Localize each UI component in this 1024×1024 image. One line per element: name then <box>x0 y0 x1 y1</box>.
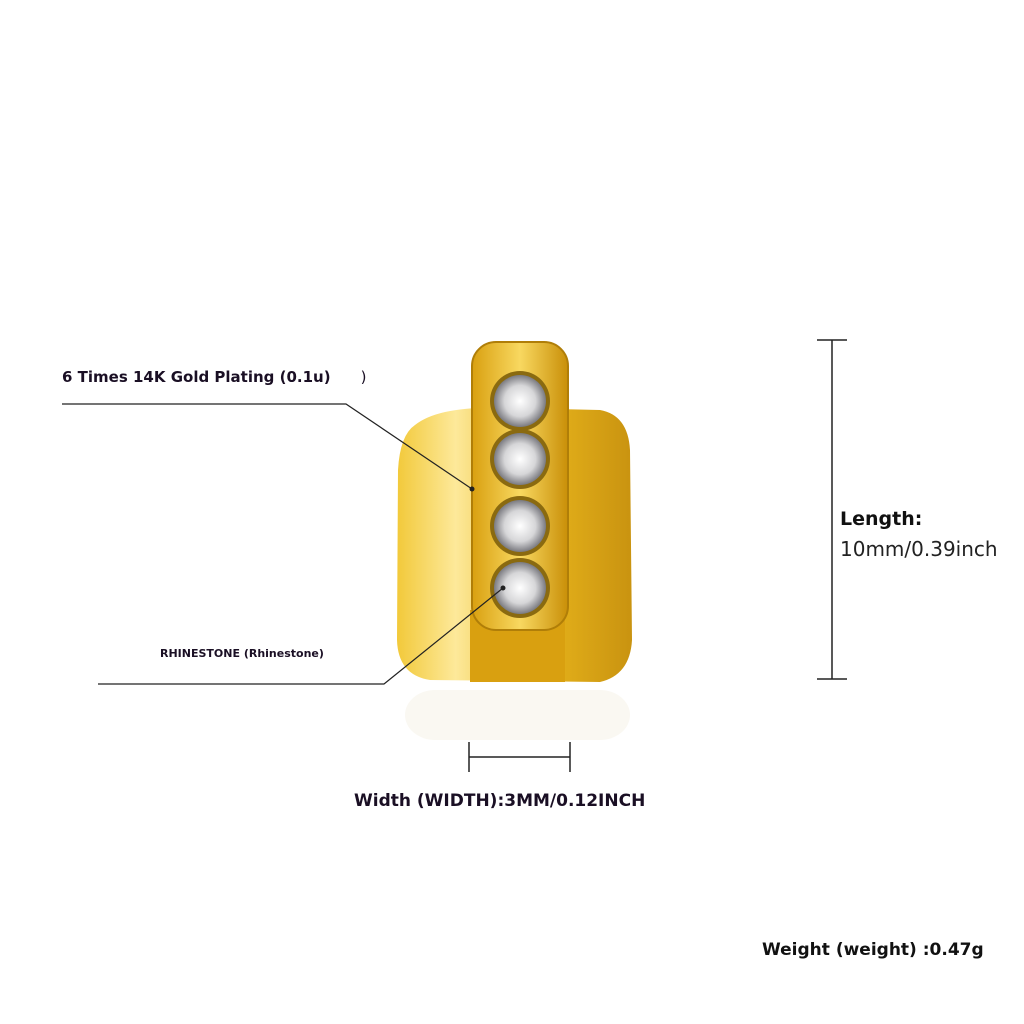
plating-paren: ) <box>360 368 367 386</box>
rhinestone-label: RHINESTONE (Rhinestone) <box>160 647 324 660</box>
plating-leader-line <box>62 403 473 490</box>
length-value: 10mm/0.39inch <box>840 537 998 561</box>
rhinestone-leader-line <box>98 587 504 685</box>
length-title: Length: <box>840 508 923 530</box>
reflection <box>405 690 630 740</box>
rhinestones <box>490 371 550 618</box>
width-dimension <box>468 742 571 772</box>
plating-label: 6 Times 14K Gold Plating (0.1u)) <box>62 368 366 386</box>
plating-text: 6 Times 14K Gold Plating (0.1u) <box>62 368 331 386</box>
length-dimension <box>817 339 847 680</box>
weight-label: Weight (weight) :0.47g <box>762 940 984 960</box>
width-label: Width (WIDTH):3MM/0.12INCH <box>354 791 646 811</box>
